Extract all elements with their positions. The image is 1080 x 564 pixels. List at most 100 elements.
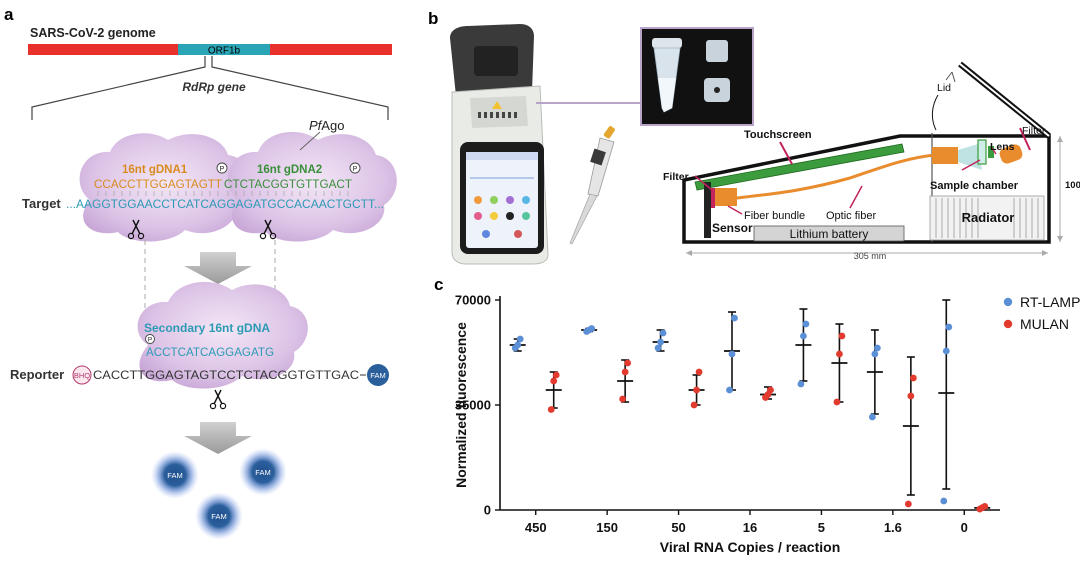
data-point: [767, 386, 774, 394]
legend-marker: [1003, 297, 1013, 307]
phosphate-icon-3: [145, 334, 155, 344]
data-point: [693, 386, 700, 394]
released-fam-3: [195, 492, 243, 540]
data-point: [940, 497, 948, 505]
pfago-cloud-3: [137, 281, 308, 389]
gdna1-sequence: CCACCTTGGAGTAGTT: [94, 179, 222, 191]
data-point: [942, 347, 950, 355]
orf1b-label: ORF1b: [208, 46, 241, 57]
data-point: [731, 314, 738, 322]
data-point: [516, 335, 524, 343]
data-point: [907, 392, 915, 400]
data-point: [550, 377, 558, 385]
released-fam-2: [239, 448, 287, 496]
screen-header: [466, 152, 538, 160]
filter-left-pointer: [694, 175, 713, 191]
fam-label-1: FAM: [167, 471, 182, 480]
data-point: [868, 413, 876, 421]
legend-label: MULAN: [1020, 316, 1069, 332]
bhq-quencher: [72, 365, 92, 385]
label-radiator: Radiator: [962, 210, 1015, 225]
data-point: [690, 401, 698, 409]
secondary-gdna-label: Secondary 16nt gDNA: [144, 321, 270, 335]
schematic-sensor: [704, 182, 711, 238]
data-point: [802, 320, 810, 328]
down-arrow-icon-1: [184, 252, 252, 284]
legend-label: RT-LAMP: [1020, 294, 1080, 310]
data-point: [621, 368, 629, 376]
schematic-battery: [753, 225, 905, 242]
phosphate-icon-1: [216, 162, 228, 174]
radiator-fins: [935, 198, 1039, 238]
data-point: [981, 503, 989, 510]
lid-open-arrow: [945, 71, 956, 83]
label-height: 100 mm: [1065, 180, 1080, 191]
fam-label-reporter: FAM: [370, 371, 385, 380]
secondary-gdna-sequence: ACCTCATCAGGAGATG: [146, 347, 274, 359]
led-source: [999, 144, 1023, 164]
data-point: [836, 350, 843, 358]
optic-fiber: [719, 153, 936, 202]
screen-buttons: [474, 196, 530, 238]
x-tick-label: 50: [671, 520, 685, 535]
warning-icon: [492, 101, 502, 109]
schematic-radiator: [929, 195, 1045, 241]
pfago-label-italic: Pf: [309, 118, 323, 133]
pfago-cloud-1: [79, 133, 250, 242]
data-point: [514, 341, 522, 349]
data-point: [904, 500, 912, 508]
legend-marker: [1003, 319, 1013, 329]
gdna2-sequence: CTCTACGGTGTTGACT: [224, 179, 352, 191]
data-point: [654, 344, 662, 352]
reporter-sequence: CACCTTGGAGTAGTCCTCTACGGTGTTGAC: [93, 370, 359, 382]
data-point: [873, 344, 881, 352]
filter-top-pointer: [1019, 127, 1031, 151]
x-tick-label: 5: [818, 520, 825, 535]
gdna1-label: 16nt gDNA1: [122, 164, 188, 176]
pfago-label: PfAgo: [309, 118, 344, 133]
label-sample-chamber: Sample chamber: [930, 180, 1019, 192]
label-width: 305 mm: [854, 251, 887, 261]
y-tick-label: 35000: [455, 398, 491, 413]
device-schematic: Lid Touchscreen Filter Lens Sample chamb…: [663, 61, 1080, 261]
phosphate-label-2: P: [353, 166, 358, 173]
label-sensor: Sensor: [712, 221, 753, 235]
data-point: [624, 359, 632, 367]
y-tick-label: 0: [484, 503, 491, 518]
pipette-photo: [569, 126, 615, 245]
tube-cap-icon: [706, 40, 728, 62]
label-fiber-bundle: Fiber bundle: [744, 210, 805, 222]
phosphate-label-3: P: [148, 337, 152, 344]
data-point: [945, 323, 953, 331]
fam-fluorophore: [367, 364, 389, 386]
fam-label-2: FAM: [255, 468, 270, 477]
y-axis-label: Normalized fluorescence: [453, 322, 469, 488]
zoom-line-right: [211, 56, 389, 120]
bhq-label: BHQ: [74, 371, 90, 380]
base-pair-ticks-top: [97, 191, 349, 196]
schematic-touchscreen: [694, 143, 905, 191]
label-filter-top: Filter: [1022, 125, 1046, 137]
pfago-label-rest: Ago: [321, 118, 344, 133]
phosphate-label-1: P: [220, 166, 225, 173]
device-touchscreen: [466, 152, 538, 248]
optic-fiber-pointer: [849, 185, 863, 209]
reporter-label: Reporter: [10, 367, 64, 382]
pfago-pointer: [299, 131, 321, 151]
scissors-icon-3: [209, 389, 227, 410]
schematic-fiber-bundle: [715, 188, 737, 206]
data-point: [726, 386, 733, 394]
data-point: [871, 350, 879, 358]
sample-wells: [478, 112, 517, 118]
tube-well-hole: [714, 87, 720, 93]
label-battery: Lithium battery: [790, 227, 869, 241]
panel-b: b: [428, 9, 1080, 265]
phosphate-icon-2: [349, 162, 361, 174]
data-point: [797, 380, 805, 388]
y-tick-label: 70000: [455, 293, 491, 308]
zoom-line-left: [31, 56, 206, 120]
label-lens: Lens: [990, 141, 1015, 153]
panel-c-letter: c: [434, 275, 443, 294]
orf1b-segment: [178, 44, 270, 55]
